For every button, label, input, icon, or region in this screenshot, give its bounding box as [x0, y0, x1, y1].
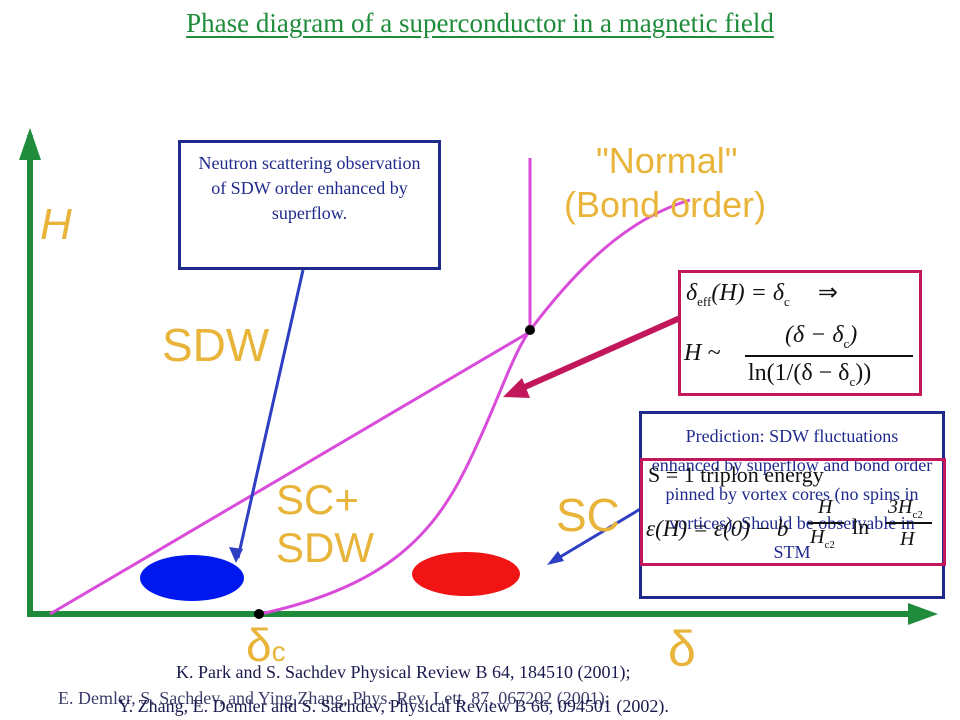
triplon-frac2-den: H — [900, 528, 915, 550]
formula-box-effective-doping — [678, 270, 922, 396]
formula-box-triplon — [640, 458, 946, 566]
formula-fraction-bar — [745, 355, 913, 357]
multicritical-point — [525, 325, 535, 335]
sdw-boundary-curve — [526, 198, 691, 334]
triplon-energy-lhs: ε(H) = ε(0) − b — [646, 516, 789, 541]
h-axis-label: H — [40, 200, 72, 249]
sc-sdw-label-line1: SC+ — [276, 476, 359, 523]
triplon-frac1-num: H — [818, 496, 833, 518]
formula-arrow — [516, 315, 682, 393]
y-axis-arrowhead — [19, 128, 41, 160]
red-ellipse — [412, 552, 520, 596]
neutron-arrow — [236, 269, 305, 559]
reference-demler: E. Demler, S. Sachdev, and Ying Zhang, P… — [58, 688, 610, 708]
sdw-label: SDW — [162, 319, 270, 371]
neutron-arrowhead — [229, 547, 243, 563]
formula-numerator: (δ − δc) — [785, 322, 858, 351]
reference-park: K. Park and S. Sachdev Physical Review B… — [176, 662, 631, 682]
triplon-frac2-bar — [886, 522, 932, 524]
page-title: Phase diagram of a superconductor in a m… — [186, 8, 774, 38]
triplon-frac1-bar — [808, 522, 844, 524]
blue-ellipse — [140, 555, 244, 601]
prediction-arrow — [554, 506, 643, 562]
formula-line1: δeff(H) = δc ⇒ — [686, 280, 838, 309]
neutron-callout: Neutron scattering observation of SDW or… — [178, 140, 441, 270]
formula-denominator: ln(1/(δ − δc)) — [748, 360, 872, 389]
triplon-frac1-den: Hc2 — [810, 526, 835, 551]
sc-label: SC — [556, 489, 620, 541]
triplon-frac2-num: 3Hc2 — [888, 496, 923, 521]
sc-boundary-curve — [259, 332, 530, 616]
formula-arrowhead — [503, 378, 530, 398]
reference-zhang: Y. Zhang, E. Demler and S. Sachdev, Phys… — [118, 696, 669, 716]
sc-sdw-label-line2: SDW — [276, 524, 374, 571]
normal-label-line1: "Normal" — [596, 140, 738, 181]
delta-c-label: δc — [246, 619, 286, 671]
delta-axis-label: δ — [668, 621, 696, 677]
formula-line2-lhs: H ~ — [684, 340, 721, 366]
prediction-callout: Prediction: SDW fluctuations enhanced by… — [639, 411, 945, 599]
prediction-arrowhead — [547, 551, 564, 565]
triplon-log: ln — [852, 514, 870, 539]
triplon-energy-heading: S = 1 triplon energy — [648, 462, 824, 487]
normal-label-line2: (Bond order) — [564, 184, 767, 225]
critical-doping-point — [254, 609, 264, 619]
x-axis-arrowhead — [908, 603, 938, 625]
sdw-boundary-line — [49, 331, 529, 616]
